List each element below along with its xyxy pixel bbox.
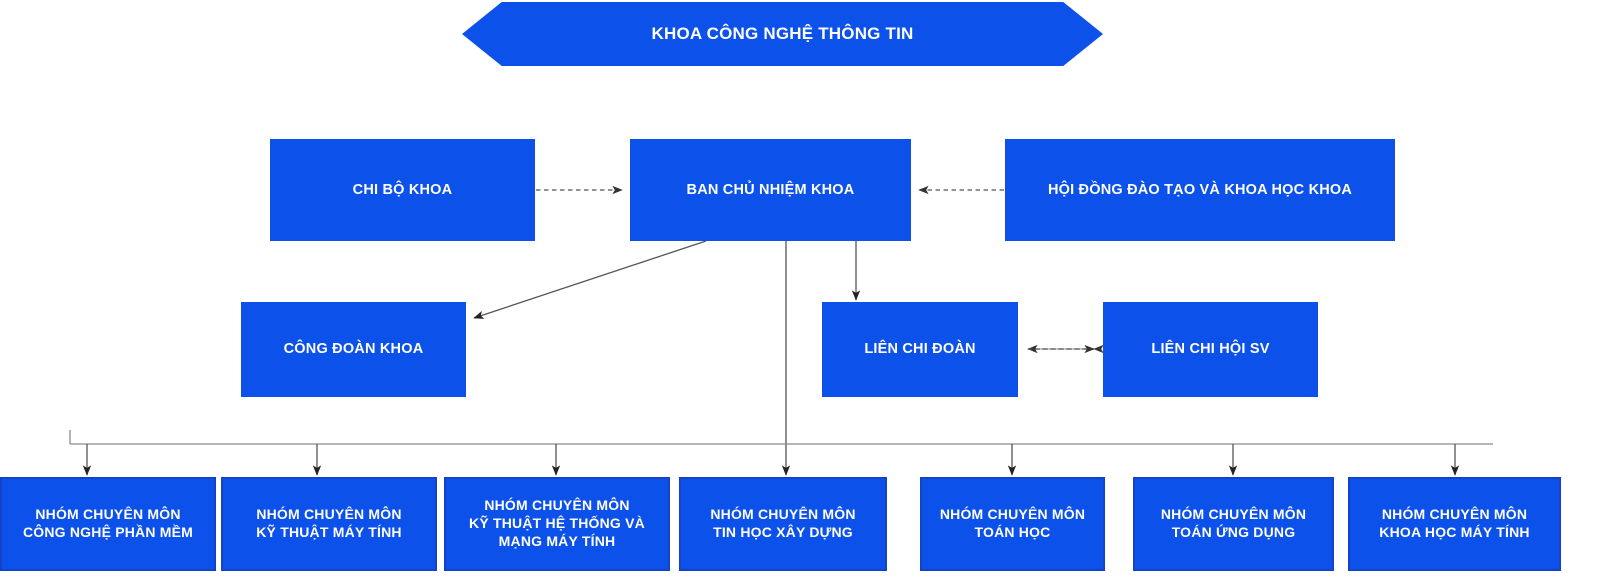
connector-banchunhiem-to-congdoan (473, 240, 707, 319)
node-label: LIÊN CHI HỘI SV (1151, 341, 1270, 358)
node-label-line1: NHÓM CHUYÊN MÔN (484, 497, 630, 514)
node-ban-chu-nhiem-khoa[interactable]: BAN CHỦ NHIỆM KHOA (630, 139, 911, 241)
node-label: LIÊN CHI ĐOÀN (864, 341, 976, 358)
node-cong-doan-khoa[interactable]: CÔNG ĐOÀN KHOA (241, 302, 466, 397)
node-nhom-chuyen-mon-ky-thuat-may-tinh[interactable]: NHÓM CHUYÊN MÔN KỸ THUẬT MÁY TÍNH (221, 477, 437, 571)
node-label-line3: MẠNG MÁY TÍNH (498, 532, 616, 549)
node-label: BAN CHỦ NHIỆM KHOA (686, 181, 855, 198)
node-label-line2: KỸ THUẬT HỆ THỐNG VÀ (469, 515, 645, 532)
node-label-line2: CÔNG NGHỆ PHẦN MỀM (22, 524, 194, 540)
node-lien-chi-doan[interactable]: LIÊN CHI ĐOÀN (822, 302, 1018, 397)
connector-bus-level4 (69, 430, 1493, 476)
node-label-line2: TOÁN HỌC (974, 524, 1051, 540)
node-label-line1: NHÓM CHUYÊN MÔN (1381, 506, 1528, 523)
node-label: CÔNG ĐOÀN KHOA (283, 341, 424, 358)
node-label-line1: NHÓM CHUYÊN MÔN (1160, 506, 1307, 523)
node-nhom-chuyen-mon-cong-nghe-phan-mem[interactable]: NHÓM CHUYÊN MÔN CÔNG NGHỆ PHẦN MỀM (0, 477, 216, 571)
node-nhom-chuyen-mon-khoa-hoc-may-tinh[interactable]: NHÓM CHUYÊN MÔN KHOA HỌC MÁY TÍNH (1348, 477, 1561, 571)
node-label: CHI BỘ KHOA (352, 181, 453, 198)
node-label-line1: NHÓM CHUYÊN MÔN (256, 506, 402, 523)
node-nhom-chuyen-mon-tin-hoc-xay-dung[interactable]: NHÓM CHUYÊN MÔN TIN HỌC XÂY DỰNG (679, 477, 887, 571)
node-hoi-dong-dao-tao-va-khoa-hoc-khoa[interactable]: HỘI ĐỒNG ĐÀO TẠO VÀ KHOA HỌC KHOA (1005, 139, 1395, 241)
node-label-line2: KỸ THUẬT MÁY TÍNH (256, 524, 402, 540)
node-label-line1: NHÓM CHUYÊN MÔN (35, 506, 181, 523)
node-label-line2: KHOA HỌC MÁY TÍNH (1379, 524, 1530, 540)
banner-label: KHOA CÔNG NGHỆ THÔNG TIN (651, 24, 914, 44)
node-lien-chi-hoi-sv[interactable]: LIÊN CHI HỘI SV (1103, 302, 1318, 397)
node-chi-bo-khoa[interactable]: CHI BỘ KHOA (270, 139, 535, 241)
node-nhom-chuyen-mon-ky-thuat-he-thong-va-mang-may-tinh[interactable]: NHÓM CHUYÊN MÔN KỸ THUẬT HỆ THỐNG VÀ MẠN… (444, 477, 670, 571)
node-label-line1: NHÓM CHUYÊN MÔN (710, 506, 856, 523)
node-label-line2: TOÁN ỨNG DỤNG (1171, 524, 1296, 540)
node-label: HỘI ĐỒNG ĐÀO TẠO VÀ KHOA HỌC KHOA (1047, 181, 1353, 198)
node-label-line1: NHÓM CHUYÊN MÔN (939, 506, 1086, 523)
node-khoa-cong-nghe-thong-tin[interactable]: KHOA CÔNG NGHỆ THÔNG TIN (462, 2, 1103, 66)
node-label-line2: TIN HỌC XÂY DỰNG (713, 524, 853, 540)
node-nhom-chuyen-mon-toan-hoc[interactable]: NHÓM CHUYÊN MÔN TOÁN HỌC (920, 477, 1105, 571)
node-nhom-chuyen-mon-toan-ung-dung[interactable]: NHÓM CHUYÊN MÔN TOÁN ỨNG DỤNG (1133, 477, 1334, 571)
